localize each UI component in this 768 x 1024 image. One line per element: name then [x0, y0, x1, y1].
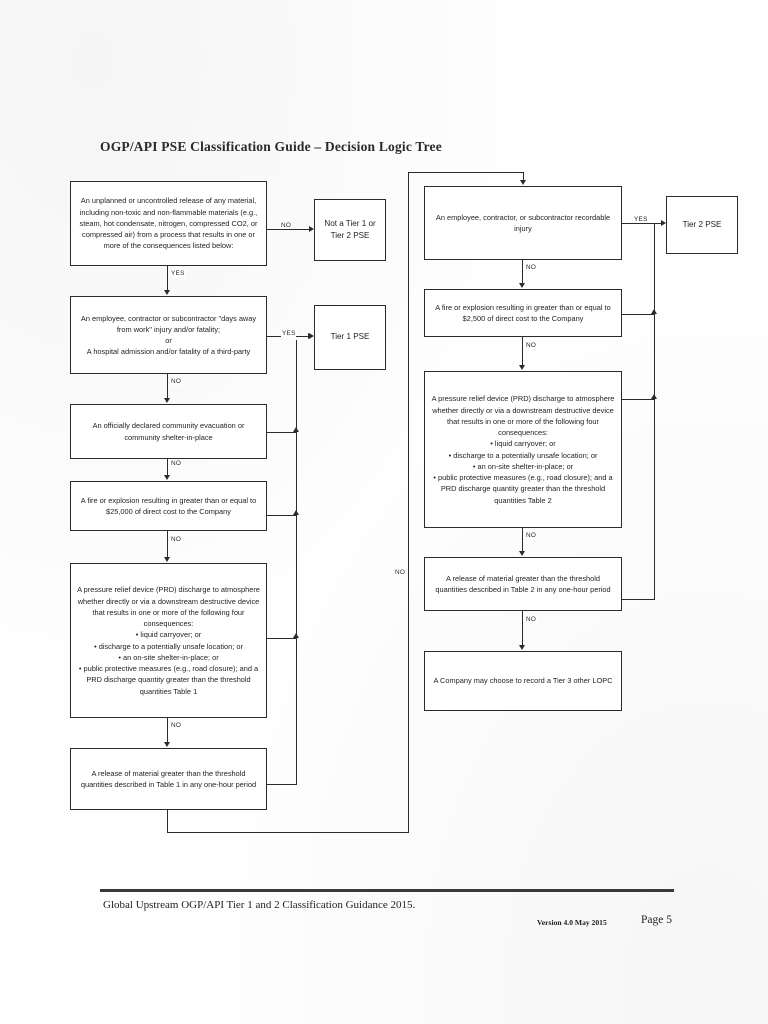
- edge-label-l1-no: NO: [280, 222, 293, 229]
- node-text: An employee, contractor or subcontractor…: [80, 313, 257, 357]
- node-text: A fire or explosion resulting in greater…: [435, 302, 611, 323]
- node-text: A pressure relief device (PRD) discharge…: [431, 394, 615, 505]
- node-text: An unplanned or uncontrolled release of …: [79, 196, 258, 251]
- edge-rail-tier1-return: [296, 340, 298, 785]
- edge-l6-no-down: [167, 810, 169, 833]
- footer-page-number: Page 5: [641, 914, 672, 926]
- edge-label-r1-yes: YES: [633, 216, 649, 223]
- edge-r4-to-rail: [622, 599, 655, 601]
- arrowhead-l5-rail: [293, 633, 299, 638]
- edge-r1-to-r2: [522, 260, 524, 283]
- footer-source-text: Global Upstream OGP/API Tier 1 and 2 Cla…: [103, 899, 416, 911]
- node-release-table1: A release of material greater than the t…: [70, 748, 267, 810]
- arrowhead-l4-l5: [164, 557, 170, 562]
- edge-l5-to-rail: [267, 638, 297, 640]
- edge-l4-to-l5: [167, 531, 169, 557]
- arrowhead-l4-rail: [293, 510, 299, 515]
- arrowhead-r2-rail: [651, 309, 657, 314]
- node-text: A release of material greater than the t…: [80, 768, 257, 789]
- edge-r4-to-r5: [522, 611, 524, 645]
- node-text: Tier 1 PSE: [330, 332, 370, 342]
- edge-label-l2-yes: YES: [281, 330, 297, 337]
- node-tier3-other-lopc: A Company may choose to record a Tier 3 …: [424, 651, 622, 711]
- arrowhead-r3-rail: [651, 394, 657, 399]
- node-fire-explosion-2500: A fire or explosion resulting in greater…: [424, 289, 622, 337]
- arrowhead-rail-tier1: [308, 333, 313, 339]
- edge-r3-to-r4: [522, 528, 524, 551]
- arrowhead-r2-r3: [519, 365, 525, 370]
- node-text: A fire or explosion resulting in greater…: [80, 495, 257, 516]
- arrowhead-r4-r5: [519, 645, 525, 650]
- edge-l1-to-l2: [167, 266, 169, 290]
- edge-label-l5-no: NO: [170, 722, 183, 729]
- edge-l5-to-l6: [167, 718, 169, 742]
- node-prd-discharge-table1: A pressure relief device (PRD) discharge…: [70, 563, 267, 718]
- page-title: OGP/API PSE Classification Guide – Decis…: [100, 139, 442, 154]
- edge-r1-to-tier2: [622, 223, 661, 225]
- terminal-tier2-pse: Tier 2 PSE: [666, 196, 738, 254]
- edge-l3-to-l4: [167, 459, 169, 475]
- node-text: A release of material greater than the t…: [435, 573, 611, 594]
- edge-l4-to-rail: [267, 515, 297, 517]
- footer-divider: [100, 889, 674, 893]
- edge-label-r1-no: NO: [525, 264, 538, 271]
- edge-label-l4-no: NO: [170, 536, 183, 543]
- edge-l2-to-l3: [167, 374, 169, 398]
- arrowhead-l3-l4: [164, 475, 170, 480]
- arrowhead-l5-l6: [164, 742, 170, 747]
- arrowhead-no-rail-r1: [520, 180, 526, 185]
- edge-rail-into-tier1: [296, 336, 310, 338]
- node-community-evacuation: An officially declared community evacuat…: [70, 404, 267, 459]
- edge-no-rail-into-r1: [523, 172, 525, 180]
- arrowhead-r1-tier2: [661, 220, 666, 226]
- edge-l6-to-rail: [267, 784, 297, 786]
- node-days-away-injury: An employee, contractor or subcontractor…: [70, 296, 267, 374]
- footer-version-text: Version 4.0 May 2015: [537, 918, 607, 927]
- edge-label-l1-yes: YES: [170, 270, 186, 277]
- arrowhead-l1-not-tier: [309, 226, 314, 232]
- node-text: An employee, contractor, or subcontracto…: [435, 212, 611, 233]
- node-prd-discharge-table2: A pressure relief device (PRD) discharge…: [424, 371, 622, 528]
- node-text: Not a Tier 1 or Tier 2 PSE: [324, 218, 376, 240]
- edge-r2-to-r3: [522, 337, 524, 365]
- node-recordable-injury: An employee, contractor, or subcontracto…: [424, 186, 622, 260]
- arrowhead-l3-rail: [293, 427, 299, 432]
- terminal-tier1-pse: Tier 1 PSE: [314, 305, 386, 370]
- arrowhead-l2-l3: [164, 398, 170, 403]
- node-text: A pressure relief device (PRD) discharge…: [77, 585, 260, 696]
- edge-rail-tier2-return: [654, 224, 656, 600]
- node-text: A Company may choose to record a Tier 3 …: [433, 676, 613, 686]
- node-text: Tier 2 PSE: [682, 219, 722, 229]
- edge-l3-to-rail: [267, 432, 297, 434]
- edge-r2-to-rail: [622, 314, 655, 316]
- node-text: An officially declared community evacuat…: [92, 421, 245, 442]
- node-unplanned-release: An unplanned or uncontrolled release of …: [70, 181, 267, 266]
- edge-r3-to-rail: [622, 399, 655, 401]
- edge-l1-to-not-tier: [267, 229, 309, 231]
- node-release-table2: A release of material greater than the t…: [424, 557, 622, 611]
- node-fire-explosion-25000: A fire or explosion resulting in greater…: [70, 481, 267, 531]
- edge-l6-no-across: [167, 832, 409, 834]
- edge-label-r3-no: NO: [525, 532, 538, 539]
- edge-label-l6-no: NO: [394, 569, 407, 576]
- edge-label-l2-no: NO: [170, 378, 183, 385]
- edge-no-rail-across-top: [408, 172, 524, 174]
- edge-label-r4-no: NO: [525, 616, 538, 623]
- arrowhead-l1-l2: [164, 290, 170, 295]
- arrowhead-r3-r4: [519, 551, 525, 556]
- arrowhead-r1-r2: [519, 283, 525, 288]
- terminal-not-tier1-or-tier2: Not a Tier 1 or Tier 2 PSE: [314, 199, 386, 261]
- edge-label-r2-no: NO: [525, 342, 538, 349]
- edge-label-l3-no: NO: [170, 460, 183, 467]
- edge-no-rail-up: [408, 172, 410, 833]
